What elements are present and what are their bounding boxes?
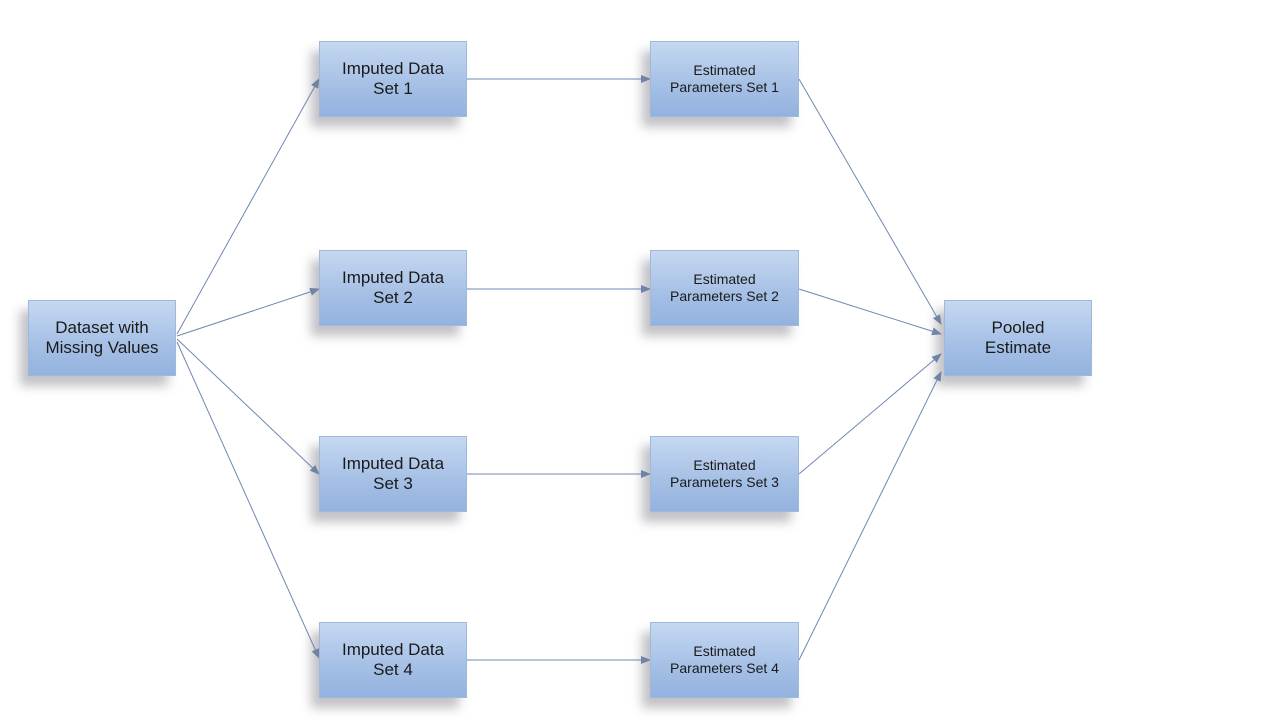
- estimated-parameters-set-3-label: Estimated Parameters Set 3: [670, 457, 779, 490]
- imputed-data-set-3-box: Imputed Data Set 3: [319, 436, 467, 512]
- estimated-parameters-set-4-box: Estimated Parameters Set 4: [650, 622, 799, 698]
- arrow-source-to-imputed-1: [176, 78, 320, 335]
- imputed-data-set-3-label: Imputed Data Set 3: [341, 453, 445, 493]
- estimated-parameters-set-1-box: Estimated Parameters Set 1: [650, 41, 799, 117]
- pooled-estimate-box: Pooled Estimate: [944, 300, 1092, 376]
- arrow-estimated-1-to-pooled: [798, 78, 942, 325]
- estimated-parameters-set-1-label: Estimated Parameters Set 1: [670, 62, 779, 95]
- estimated-parameters-set-2-box: Estimated Parameters Set 2: [650, 250, 799, 326]
- imputed-data-set-4-label: Imputed Data Set 4: [341, 639, 445, 679]
- estimated-parameters-set-3-box: Estimated Parameters Set 3: [650, 436, 799, 512]
- dataset-with-missing-values-label: Dataset with Missing Values: [45, 317, 159, 357]
- imputed-data-set-2-box: Imputed Data Set 2: [319, 250, 467, 326]
- arrow-estimated-3-to-pooled: [798, 353, 942, 475]
- dataset-with-missing-values-box: Dataset with Missing Values: [28, 300, 176, 376]
- imputed-data-set-1-box: Imputed Data Set 1: [319, 41, 467, 117]
- arrow-source-to-imputed-4: [176, 341, 320, 659]
- pooled-estimate-label: Pooled Estimate: [984, 317, 1052, 357]
- arrow-estimated-4-to-pooled: [798, 371, 942, 661]
- arrow-source-to-imputed-3: [176, 338, 320, 475]
- estimated-parameters-set-4-label: Estimated Parameters Set 4: [670, 643, 779, 676]
- imputed-data-set-2-label: Imputed Data Set 2: [341, 267, 445, 307]
- estimated-parameters-set-2-label: Estimated Parameters Set 2: [670, 271, 779, 304]
- imputed-data-set-4-box: Imputed Data Set 4: [319, 622, 467, 698]
- imputed-data-set-1-label: Imputed Data Set 1: [341, 58, 445, 98]
- arrow-estimated-2-to-pooled: [798, 288, 942, 336]
- arrow-source-to-imputed-2: [176, 288, 320, 337]
